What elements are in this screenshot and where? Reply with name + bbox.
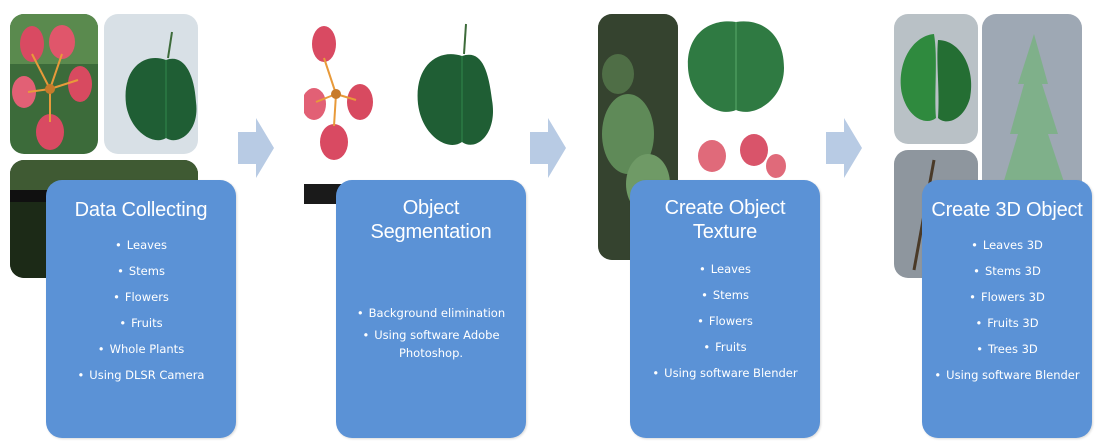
list-item: Flowers (46, 284, 236, 310)
list-item: Stems (46, 258, 236, 284)
step-list: Leaves 3D Stems 3D Flowers 3D Fruits 3D … (922, 232, 1092, 388)
step-list: Leaves Stems Flowers Fruits Using softwa… (630, 256, 820, 386)
list-item: Flowers 3D (922, 284, 1092, 310)
arrow-right-icon (826, 118, 862, 178)
list-item: Leaves (46, 232, 236, 258)
list-item: Using DLSR Camera (46, 362, 236, 388)
arrow-right-icon (238, 118, 274, 178)
step-title: Object Segmentation (370, 197, 492, 243)
list-item: Fruits (46, 310, 236, 336)
list-item: Using software Adobe Photoshop. (336, 322, 526, 362)
list-item: Fruits 3D (922, 310, 1092, 336)
list-item: Background elimination (336, 304, 526, 322)
list-item: Stems 3D (922, 258, 1092, 284)
leaf-texture (682, 14, 790, 124)
segmented-leaf (400, 14, 494, 162)
list-item: Flowers (630, 308, 820, 334)
list-item: Using software Blender (630, 360, 820, 386)
step-title: Create 3D Object (931, 199, 1083, 221)
red-flower-photo (10, 14, 98, 154)
flower-texture (682, 128, 790, 178)
list-item: Stems (630, 282, 820, 308)
list-item: Leaves 3D (922, 232, 1092, 258)
list-item: Fruits (630, 334, 820, 360)
step-list: Leaves Stems Flowers Fruits Whole Plants… (46, 232, 236, 388)
step-title: Create Object Texture (664, 197, 786, 243)
arrow-right-icon (530, 118, 566, 178)
bark-texture (598, 14, 678, 260)
step-list: Background elimination Using software Ad… (336, 304, 526, 362)
step-card-create-object-texture: Create Object Texture Leaves Stems Flowe… (630, 180, 820, 438)
step-card-data-collecting: Data Collecting Leaves Stems Flowers Fru… (46, 180, 236, 438)
3d-leaf-render (894, 14, 978, 144)
list-item: Leaves (630, 256, 820, 282)
list-item: Trees 3D (922, 336, 1092, 362)
step-card-create-3d-object: Create 3D Object Leaves 3D Stems 3D Flow… (922, 180, 1092, 438)
list-item: Using software Blender (922, 362, 1092, 388)
step-card-object-segmentation: Object Segmentation Background eliminati… (336, 180, 526, 438)
step-title: Data Collecting (74, 199, 208, 221)
list-item: Whole Plants (46, 336, 236, 362)
green-leaf-photo (104, 14, 198, 154)
segmented-flower (304, 14, 394, 162)
